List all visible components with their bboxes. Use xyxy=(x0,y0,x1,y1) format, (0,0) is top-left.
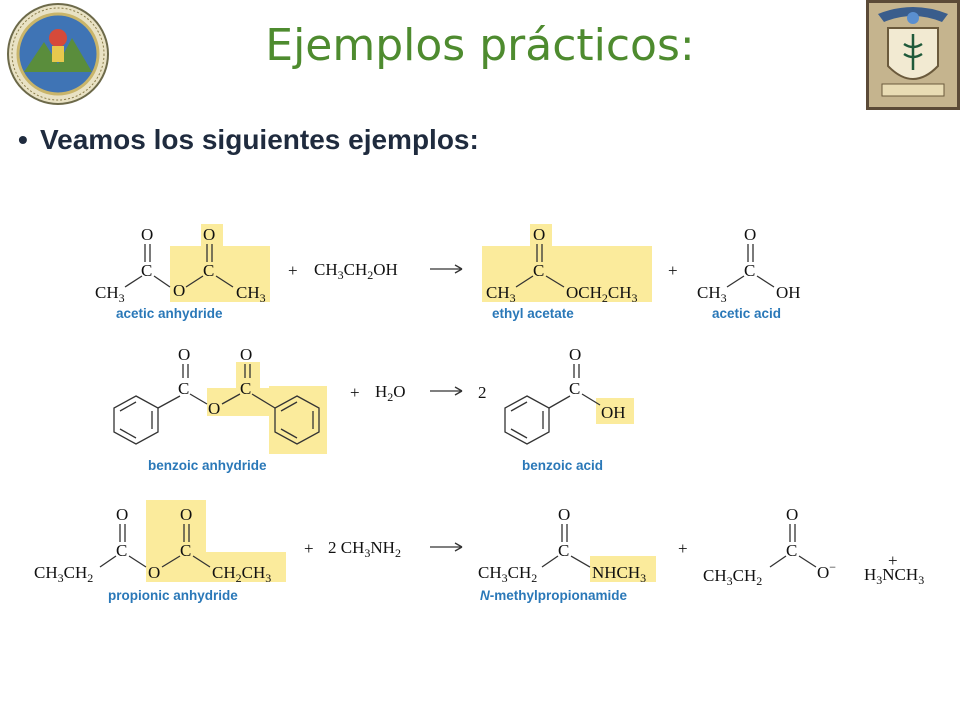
slide-title: Ejemplos prácticos: xyxy=(265,20,695,71)
svg-text:C: C xyxy=(180,541,191,560)
reaction-2: C O O C O benzoic anhydride + H2O 2 xyxy=(113,345,634,473)
svg-text:CH2CH3: CH2CH3 xyxy=(212,563,271,585)
svg-text:C: C xyxy=(178,379,189,398)
svg-text:NHCH3: NHCH3 xyxy=(592,563,646,585)
caption-benzoic-acid: benzoic acid xyxy=(522,458,603,473)
ethyl-acetate-structure: O C CH3 OCH2CH3 xyxy=(486,225,638,305)
university-seal-icon xyxy=(4,2,112,106)
coefficient: 2 xyxy=(478,383,487,402)
svg-text:CH3: CH3 xyxy=(236,283,266,305)
benzoic-acid-structure: C O OH xyxy=(504,345,626,445)
svg-text:O: O xyxy=(148,563,160,582)
svg-text:CH3CH2: CH3CH2 xyxy=(703,566,762,588)
svg-text:O: O xyxy=(569,345,581,364)
acetic-anhydride-structure: O C O C O CH3 CH3 xyxy=(95,225,266,305)
methylammonium-structure: + H3NCH3 xyxy=(864,551,924,587)
svg-text:O: O xyxy=(744,225,756,244)
plus-sign: + xyxy=(668,261,678,280)
caption-ethyl-acetate: ethyl acetate xyxy=(492,306,574,321)
svg-text:O: O xyxy=(116,505,128,524)
svg-text:C: C xyxy=(569,379,580,398)
svg-text:C: C xyxy=(141,261,152,280)
svg-text:C: C xyxy=(240,379,251,398)
plus-sign: + xyxy=(350,383,360,402)
svg-text:O: O xyxy=(180,505,192,524)
svg-text:CH3: CH3 xyxy=(95,283,125,305)
svg-text:+: + xyxy=(888,551,898,570)
svg-text:O: O xyxy=(533,225,545,244)
propionate-structure: O C CH3CH2 O− xyxy=(703,505,836,588)
svg-text:O−: O− xyxy=(817,560,836,582)
svg-text:OH: OH xyxy=(776,283,801,302)
svg-text:C: C xyxy=(533,261,544,280)
svg-text:C: C xyxy=(786,541,797,560)
caption-propionic-anhydride: propionic anhydride xyxy=(108,588,238,603)
reagent-methylamine: 2 CH3NH2 xyxy=(328,538,401,560)
svg-text:O: O xyxy=(203,225,215,244)
bullet-symbol: • xyxy=(18,124,28,155)
plus-sign: + xyxy=(288,261,298,280)
svg-text:C: C xyxy=(558,541,569,560)
acetic-acid-structure: O C CH3 OH xyxy=(697,225,801,305)
propionic-anhydride-structure: O C O O C CH3CH2 CH2CH3 xyxy=(34,505,271,585)
svg-text:CH3CH2: CH3CH2 xyxy=(34,563,93,585)
n-methylpropionamide-structure: O C CH3CH2 NHCH3 xyxy=(478,505,646,585)
svg-text:C: C xyxy=(116,541,127,560)
reagent-ethanol: CH3CH2OH xyxy=(314,260,398,282)
bullet-item: • Veamos los siguientes ejemplos: xyxy=(18,124,479,156)
reaction-3: O C O O C CH3CH2 CH2CH3 propionic anhydr… xyxy=(34,500,924,603)
caption-acetic-acid: acetic acid xyxy=(712,306,781,321)
svg-text:CH3CH2: CH3CH2 xyxy=(478,563,537,585)
svg-text:O: O xyxy=(240,345,252,364)
svg-text:H3NCH3: H3NCH3 xyxy=(864,565,924,587)
svg-text:C: C xyxy=(744,261,755,280)
bullet-text: Veamos los siguientes ejemplos: xyxy=(40,124,479,155)
reaction-1: O C O C O CH3 CH3 acetic anhydride + CH3… xyxy=(95,224,801,321)
plus-sign: + xyxy=(304,539,314,558)
svg-text:O: O xyxy=(173,281,185,300)
reagent-water: H2O xyxy=(375,382,406,404)
svg-text:CH3: CH3 xyxy=(697,283,727,305)
svg-text:O: O xyxy=(786,505,798,524)
svg-text:O: O xyxy=(558,505,570,524)
caption-n-methylpropionamide: N-methylpropionamide xyxy=(480,588,628,603)
caption-benzoic-anhydride: benzoic anhydride xyxy=(148,458,267,473)
svg-text:O: O xyxy=(178,345,190,364)
svg-text:OH: OH xyxy=(601,403,626,422)
svg-text:O: O xyxy=(208,399,220,418)
svg-text:O: O xyxy=(141,225,153,244)
svg-text:OCH2CH3: OCH2CH3 xyxy=(566,283,638,305)
svg-text:CH3: CH3 xyxy=(486,283,516,305)
benzoic-anhydride-structure: C O O C O xyxy=(113,345,320,445)
svg-text:C: C xyxy=(203,261,214,280)
faculty-crest-icon xyxy=(866,0,960,110)
caption-acetic-anhydride: acetic anhydride xyxy=(116,306,223,321)
plus-sign: + xyxy=(678,539,688,558)
